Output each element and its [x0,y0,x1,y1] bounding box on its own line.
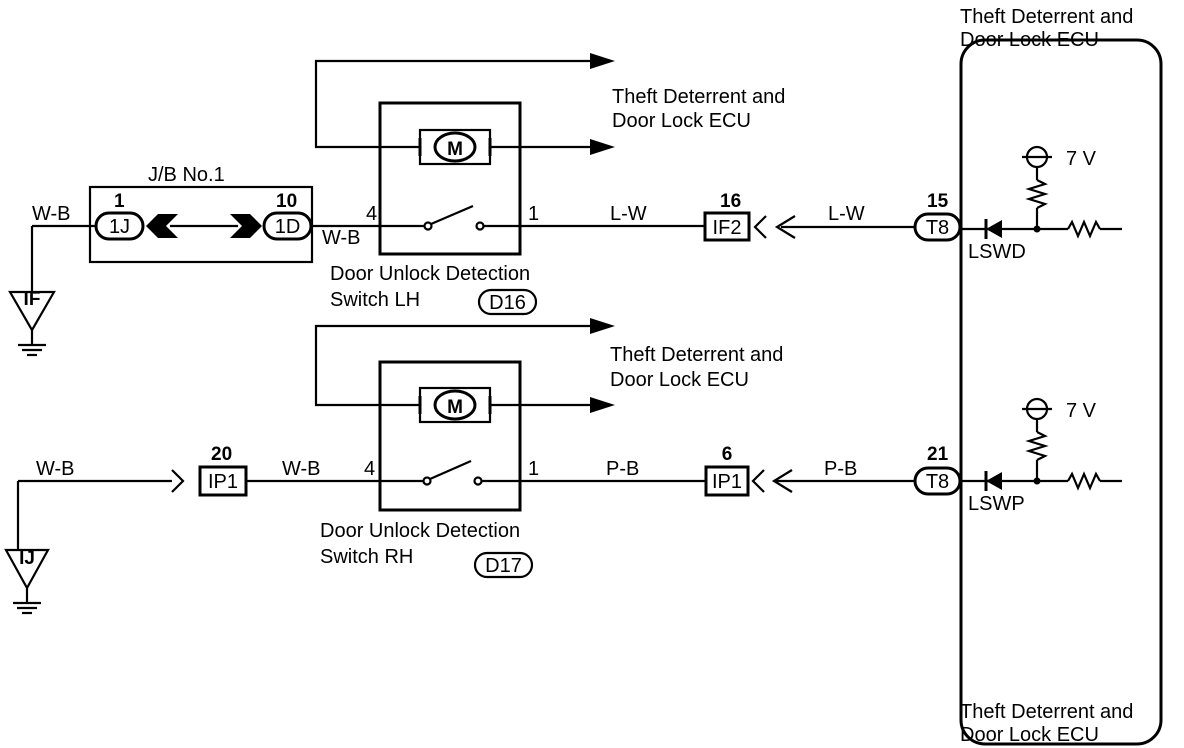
connector-chevron-icon [171,469,185,493]
connector-ip1-label: IP1 [712,471,742,493]
door-unlock-detection-switch-lh [378,101,522,256]
arrow-left-icon [771,469,793,493]
switch-blade [429,459,472,481]
switch-code: D17 [485,555,522,577]
ecu-bottom-line1: Theft Deterrent and [960,701,1133,723]
connector-t8-label: T8 [926,471,949,493]
ecu-title-line2: Door Lock ECU [960,29,1099,51]
connector-t8 [913,466,962,496]
switch-name-line1: Door Unlock Detection [330,263,530,285]
lower-circuit: IJ W-B IP1 20 W-B 4 M Theft Deterrent an… [4,318,962,615]
ecu-outline [959,38,1163,746]
connector-ip1-pin: 6 [722,444,733,465]
switch-pin-4: 4 [364,458,375,480]
ecu-bottom-line2: Door Lock ECU [960,724,1099,746]
switch-name-line1: Door Unlock Detection [320,520,520,542]
wire-label-w-b: W-B [32,203,71,225]
connector-t8-pin: 21 [927,444,949,465]
arrow-target-line1: Theft Deterrent and [612,86,785,108]
switch-pin-4: 4 [366,203,377,225]
connector-chevron-icon [751,469,765,493]
arrow-right-icon [590,53,615,69]
diode-icon [986,472,1002,490]
resistor-icon [1067,471,1101,491]
diode-icon [986,220,1002,238]
wire-label-w-b: W-B [36,458,75,480]
connector-t8 [913,212,962,242]
arrow-target-line2: Door Lock ECU [610,369,749,391]
switch-blade [430,204,474,226]
jb-pin-right: 10 [276,191,297,212]
ground-if-icon [8,290,56,333]
connector-1j-label: 1J [109,216,130,238]
resistor-icon [1025,179,1049,209]
resistor-icon [1067,219,1101,239]
arrow-right-icon [590,397,615,413]
switch-pin-1: 1 [528,203,539,225]
junction-block-title: J/B No.1 [148,164,225,186]
arrow-left-icon [774,215,796,239]
arrow-right-icon [590,139,615,155]
motor-icon [433,131,477,163]
connector-t8-label: T8 [926,217,949,239]
signal-label-lswd: LSWD [968,241,1026,263]
wire-label-w-b: W-B [282,458,321,480]
switch-name-line2: Switch LH [330,289,420,311]
switch-code-badge [473,551,534,579]
wire-label-l-w: L-W [828,203,865,225]
resistor-icon [1025,431,1049,461]
ecu-title-line1: Theft Deterrent and [960,6,1133,28]
junction-block: J/B No.1 1 10 1J 1D [88,164,314,264]
connector-if2-pin: 16 [720,191,741,212]
connector-if2 [703,211,751,242]
connector-ip1-label: IP1 [208,471,238,493]
signal-label-lswp: LSWP [968,493,1025,515]
switch-code-badge [477,288,538,316]
ground-if-label: IF [24,289,41,310]
switch-code: D16 [489,292,526,314]
switch-contact [473,476,483,486]
arrow-target-line2: Door Lock ECU [612,110,751,132]
switch-name-line2: Switch RH [320,546,413,568]
connector-ip1-pin: 20 [211,444,232,465]
switch-contact [475,221,485,231]
switch-contact [422,476,432,486]
upper-circuit: IF W-B W-B 4 M Theft Deterrent and Door … [8,53,962,357]
ecu-block: Theft Deterrent and Door Lock ECU Theft … [959,6,1163,746]
switch-pin-1: 1 [528,458,539,480]
motor-label: M [447,139,463,160]
ground-ij-icon [4,548,50,591]
connector-1d-label: 1D [275,216,301,238]
motor-icon [433,389,477,421]
connector-1j [94,211,145,241]
ground-ij-label: IJ [19,548,35,569]
wire-label-w-b: W-B [322,227,361,249]
connector-if2-label: IF2 [713,217,742,239]
voltage-label: 7 V [1066,400,1097,422]
door-unlock-detection-switch-rh [378,360,522,512]
arrow-right-icon [590,318,615,334]
jb-pin-left: 1 [114,191,125,212]
connector-ip1 [704,465,750,497]
connector-t8-pin: 15 [927,191,949,212]
jb-right-chevron-icon [230,214,262,238]
jb-left-chevron-icon [146,214,178,238]
arrow-target-line1: Theft Deterrent and [610,344,783,366]
switch-contact [423,221,433,231]
ecu-internal-circuit-upper: 7 V LSWD [960,145,1122,263]
voltage-label: 7 V [1066,148,1097,170]
wire-label-l-w: L-W [610,203,647,225]
wire-label-p-b: P-B [606,458,639,480]
motor-label: M [447,397,463,418]
wire-label-p-b: P-B [824,458,857,480]
ecu-internal-circuit-lower: 7 V LSWP [960,397,1122,515]
connector-chevron-icon [753,215,767,239]
